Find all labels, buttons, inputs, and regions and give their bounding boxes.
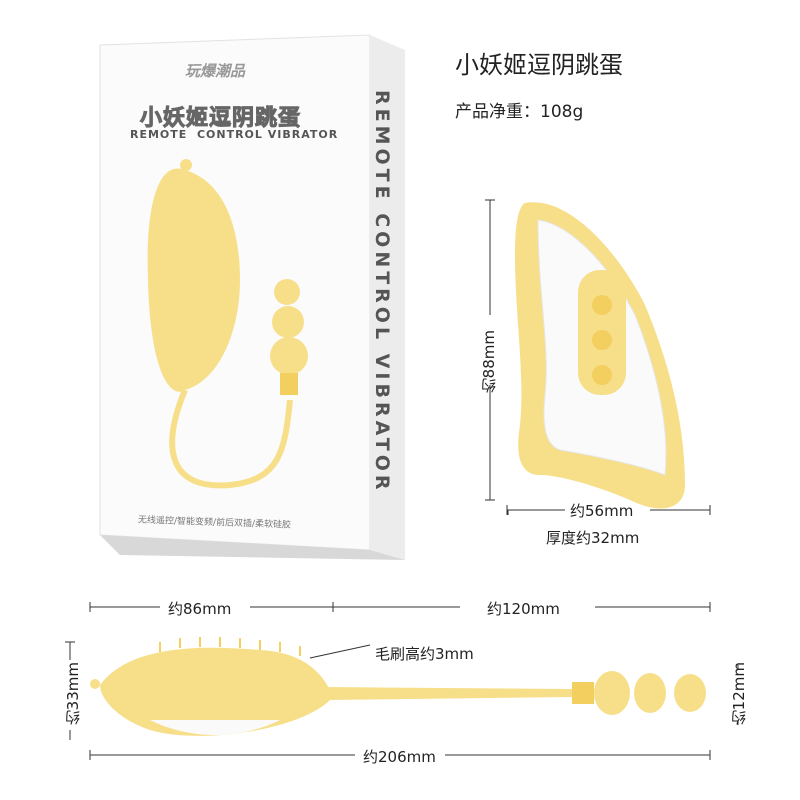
box-side-text: REMOTE CONTROL VIBRATOR <box>371 90 393 494</box>
remote-thickness: 厚度约32mm <box>546 529 640 547</box>
remote-height: 约88mm <box>480 330 498 394</box>
box-title-cn: 小妖姬逗阴跳蛋 <box>139 106 302 132</box>
box-brand-logo: 玩爆潮品 <box>185 62 246 80</box>
power-icon <box>592 295 612 315</box>
tail-length: 约120mm <box>487 600 560 618</box>
mode-icon <box>592 330 612 350</box>
box-product-illustration <box>147 159 308 489</box>
remote-control-diagram <box>485 199 685 515</box>
tail-height: 约12mm <box>730 662 748 726</box>
product-box <box>99 34 405 560</box>
device-diagram <box>65 602 739 760</box>
head-length: 约86mm <box>168 600 232 618</box>
product-title: 小妖姬逗阴跳蛋 <box>455 51 623 79</box>
total-length: 约206mm <box>363 748 436 766</box>
remote-width-line <box>506 505 711 515</box>
product-weight: 产品净重：108g <box>455 102 584 122</box>
bristle-height-note: 毛刷高约3mm <box>375 645 474 663</box>
box-title-en: REMOTE CONTROL VIBRATOR <box>130 128 339 141</box>
remote-width: 约56mm <box>570 502 634 520</box>
head-height: 约33mm <box>64 662 82 726</box>
speed-icon <box>592 365 612 385</box>
